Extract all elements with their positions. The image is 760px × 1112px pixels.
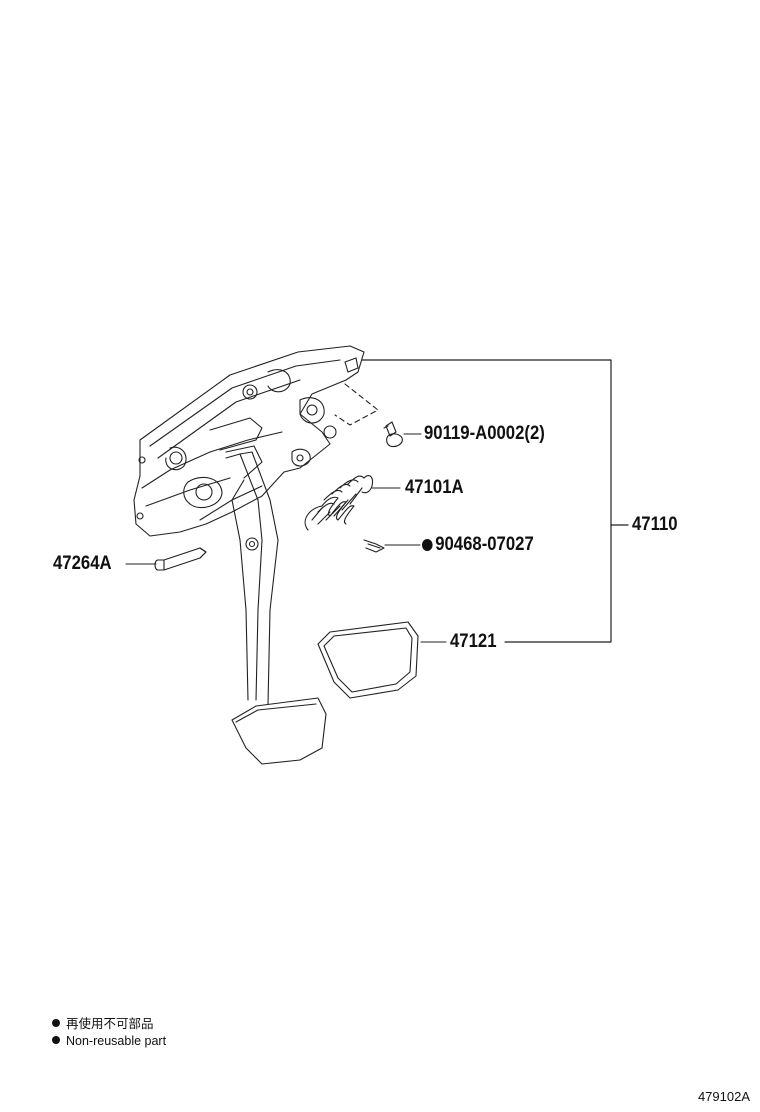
pedal-pad xyxy=(317,621,419,699)
legend-dot-icon xyxy=(52,1036,60,1044)
legend-dot-icon xyxy=(52,1019,60,1027)
legend-non-reusable-en: Non-reusable part xyxy=(52,1033,166,1049)
pedal-arm xyxy=(225,451,327,765)
callout-clip-label: 90468-07027 xyxy=(435,534,534,555)
callout-assembly: 47110 xyxy=(632,514,678,535)
callout-clip: 90468-07027 xyxy=(422,534,534,556)
bolt xyxy=(383,421,403,448)
bolt-guide-dashed xyxy=(334,383,379,426)
non-reusable-dot-icon xyxy=(422,539,433,551)
callout-bolt: 90119-A0002(2) xyxy=(424,423,545,444)
legend-jp-label: 再使用不可部品 xyxy=(66,1016,154,1031)
callout-pad: 47121 xyxy=(450,631,497,652)
return-spring xyxy=(304,475,374,531)
clevis-pin xyxy=(154,547,207,571)
legend-en-label: Non-reusable part xyxy=(66,1034,167,1048)
clip xyxy=(363,539,385,553)
callout-spring: 47101A xyxy=(405,477,464,498)
pedal-bracket xyxy=(133,345,365,537)
assembly-bracket xyxy=(361,359,629,643)
callout-pin: 47264A xyxy=(53,553,112,574)
legend-non-reusable-jp: 再使用不可部品 xyxy=(52,1016,154,1032)
leader-lines xyxy=(125,433,447,643)
diagram-id: 479102A xyxy=(697,1089,750,1104)
